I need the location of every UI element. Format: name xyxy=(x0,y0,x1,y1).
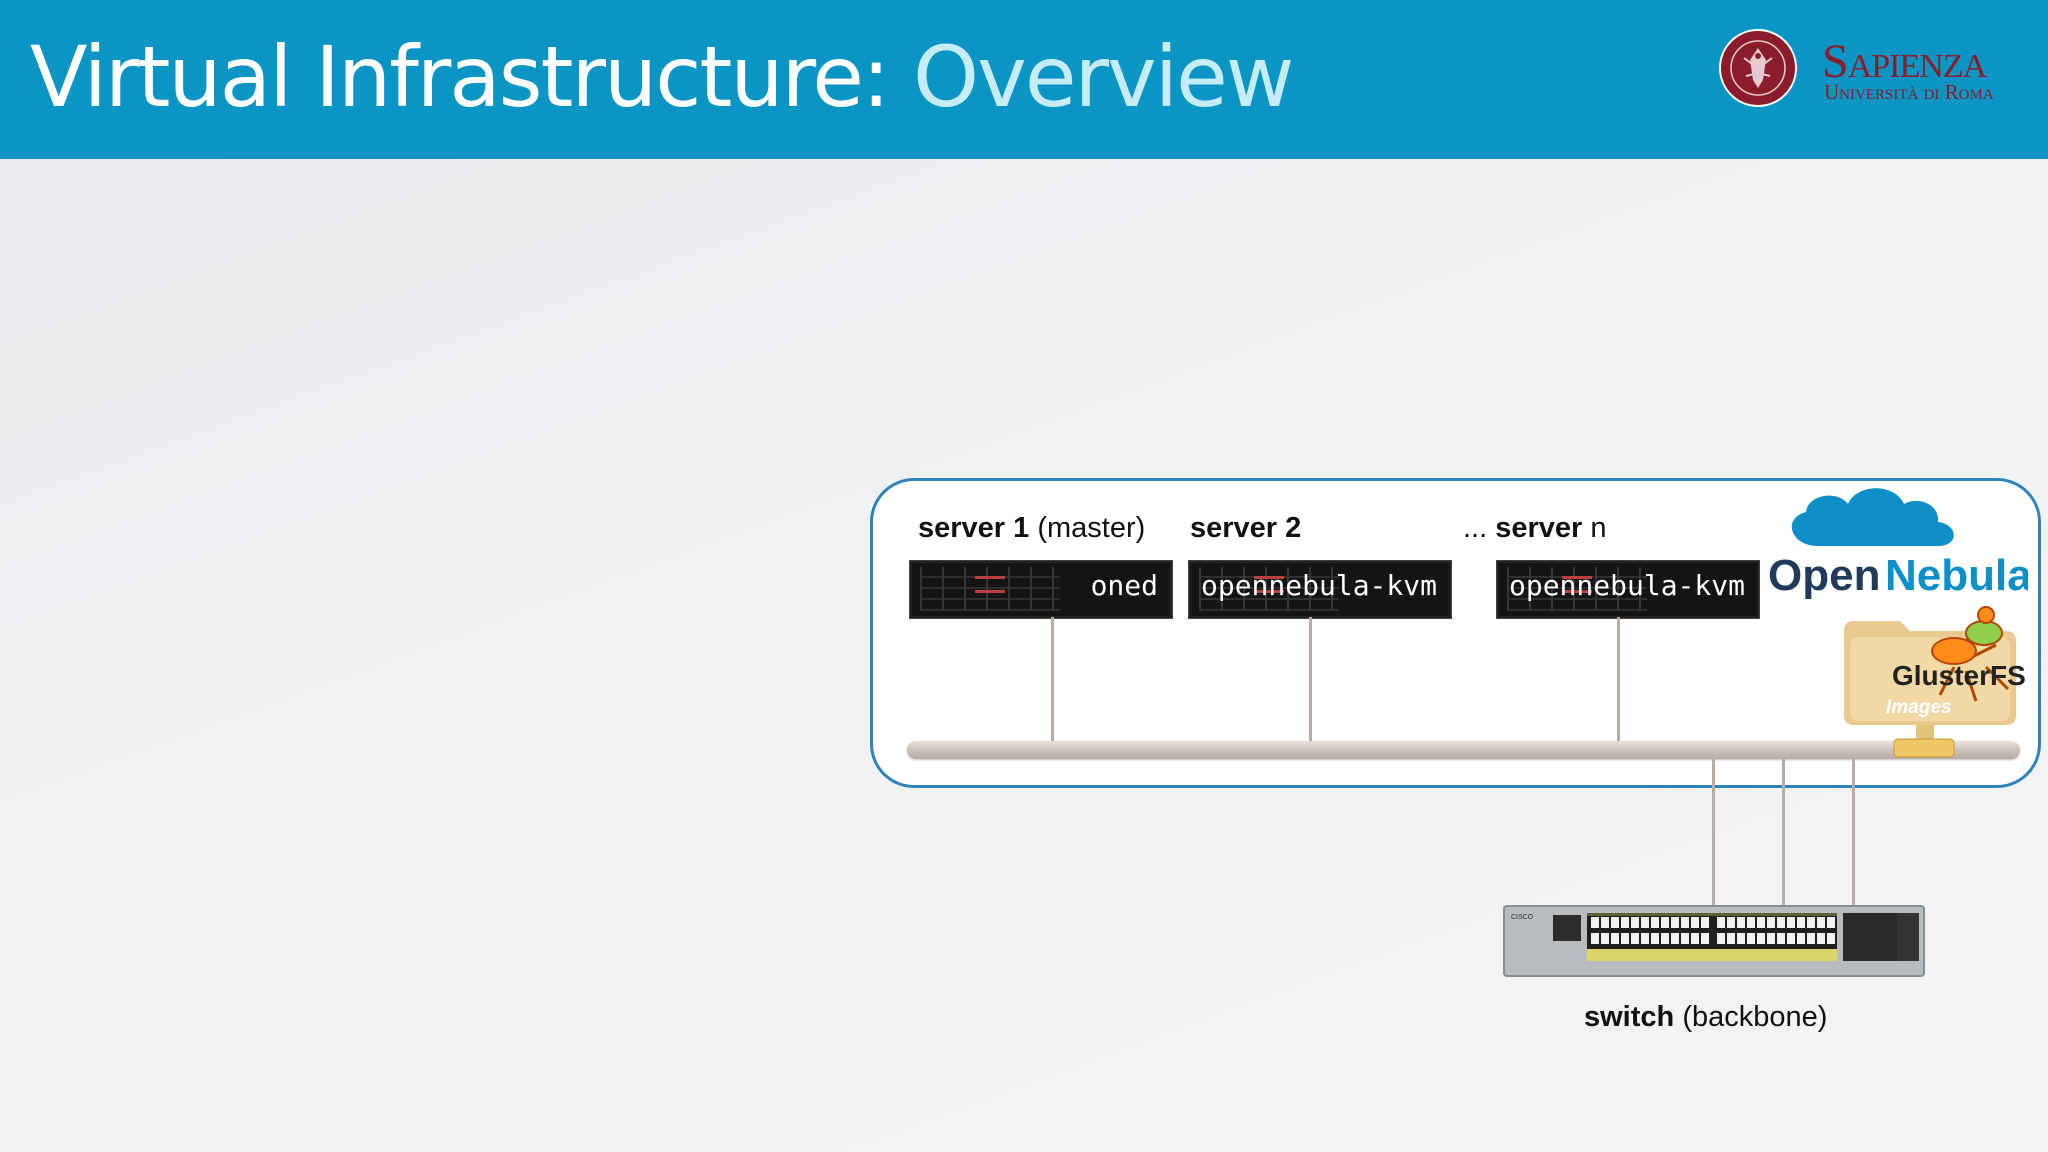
switch-port xyxy=(1631,917,1639,928)
switch-port xyxy=(1701,917,1709,928)
server-1-label: server 1 (master) xyxy=(918,512,1145,545)
server-2-label: server 2 xyxy=(1190,512,1301,545)
switch-port xyxy=(1777,933,1785,944)
switch-port xyxy=(1621,917,1629,928)
switch-port xyxy=(1817,933,1825,944)
switch-port xyxy=(1727,933,1735,944)
switch-port xyxy=(1641,933,1649,944)
slide-header: Virtual Infrastructure: Overview Sapienz… xyxy=(0,0,2048,159)
sapienza-seal-icon xyxy=(1719,29,1797,107)
switch-port xyxy=(1691,933,1699,944)
server-n-suffix: n xyxy=(1590,512,1607,544)
server-1-name: server 1 xyxy=(918,512,1030,544)
switch-port xyxy=(1621,933,1629,944)
server-2-link xyxy=(1309,617,1312,744)
switch-port xyxy=(1631,933,1639,944)
switch-port xyxy=(1591,933,1599,944)
switch-port xyxy=(1777,917,1785,928)
sapienza-name: Sapienza xyxy=(1822,35,1987,88)
server-n-rack: opennebula-kvm xyxy=(1496,560,1760,619)
uplink-2 xyxy=(1782,759,1785,909)
server-n-label: ... server n xyxy=(1463,512,1607,545)
switch-port xyxy=(1591,917,1599,928)
opennebula-logo-icon: Open Nebula xyxy=(1768,488,2028,600)
glusterfs-label: GlusterFS xyxy=(1892,660,2026,691)
switch-ports xyxy=(1587,913,1919,961)
switch-port xyxy=(1807,933,1815,944)
switch-port xyxy=(1767,917,1775,928)
switch-port xyxy=(1651,917,1659,928)
switch-port xyxy=(1611,933,1619,944)
switch-port xyxy=(1787,917,1795,928)
switch-port xyxy=(1737,917,1745,928)
switch-port xyxy=(1747,917,1755,928)
switch-port xyxy=(1651,933,1659,944)
server-1-drive-bays xyxy=(920,567,1060,611)
server-n-drive-bays xyxy=(1507,567,1647,611)
switch-port xyxy=(1757,917,1765,928)
switch-port xyxy=(1717,917,1725,928)
server-2-drive-bays xyxy=(1199,567,1339,611)
switch-port xyxy=(1787,933,1795,944)
switch-port xyxy=(1797,917,1805,928)
title-main: Virtual Infrastructure: xyxy=(30,28,890,126)
server-2-service: opennebula-kvm xyxy=(1200,569,1437,602)
switch-port xyxy=(1767,933,1775,944)
switch-port xyxy=(1817,917,1825,928)
switch-port xyxy=(1671,917,1679,928)
server-1-link xyxy=(1051,617,1054,744)
switch-port xyxy=(1661,917,1669,928)
server-1-service: oned xyxy=(1090,569,1158,602)
switch-port xyxy=(1827,917,1835,928)
server-1-role: (master) xyxy=(1037,512,1146,544)
switch-port xyxy=(1747,933,1755,944)
switch-port xyxy=(1611,917,1619,928)
server-n-service: opennebula-kvm xyxy=(1508,569,1745,602)
cisco-brand: CISCO xyxy=(1511,914,1534,921)
glusterfs-icon: GlusterFS Images xyxy=(1844,606,2026,758)
uplink-1 xyxy=(1712,759,1715,909)
server-1-rack: oned xyxy=(909,560,1173,619)
switch-port xyxy=(1671,933,1679,944)
switch-port xyxy=(1717,933,1725,944)
switch-port xyxy=(1601,933,1609,944)
server-n-prefix: ... xyxy=(1463,512,1488,544)
uplink-3 xyxy=(1852,759,1855,909)
network-bus xyxy=(907,741,2020,759)
server-2-rack: opennebula-kvm xyxy=(1188,560,1452,619)
switch-port xyxy=(1827,933,1835,944)
switch-port xyxy=(1797,933,1805,944)
switch-port xyxy=(1737,933,1745,944)
switch-port xyxy=(1691,917,1699,928)
server-n-link xyxy=(1617,617,1620,744)
switch-port xyxy=(1681,917,1689,928)
switch-port xyxy=(1727,917,1735,928)
switch-port xyxy=(1601,917,1609,928)
switch-port xyxy=(1757,933,1765,944)
opennebula-nebula-text: Nebula xyxy=(1885,551,2028,600)
switch-port xyxy=(1641,917,1649,928)
switch-port xyxy=(1701,933,1709,944)
switch-role: (backbone) xyxy=(1682,1001,1828,1033)
switch-name: switch xyxy=(1584,1001,1675,1033)
slide-title: Virtual Infrastructure: Overview xyxy=(30,28,1294,126)
network-switch-icon: CISCO xyxy=(1503,905,1925,977)
images-folder-label: Images xyxy=(1886,697,1951,718)
server-n-name: server xyxy=(1495,512,1583,544)
opennebula-open-text: Open xyxy=(1768,551,1880,600)
switch-label: switch (backbone) xyxy=(1584,1001,1827,1034)
switch-port xyxy=(1681,933,1689,944)
title-accent: Overview xyxy=(912,28,1294,126)
switch-port xyxy=(1661,933,1669,944)
switch-port xyxy=(1807,917,1815,928)
server-2-name: server 2 xyxy=(1190,512,1302,544)
sapienza-subtitle: Università di Roma xyxy=(1824,80,1994,104)
